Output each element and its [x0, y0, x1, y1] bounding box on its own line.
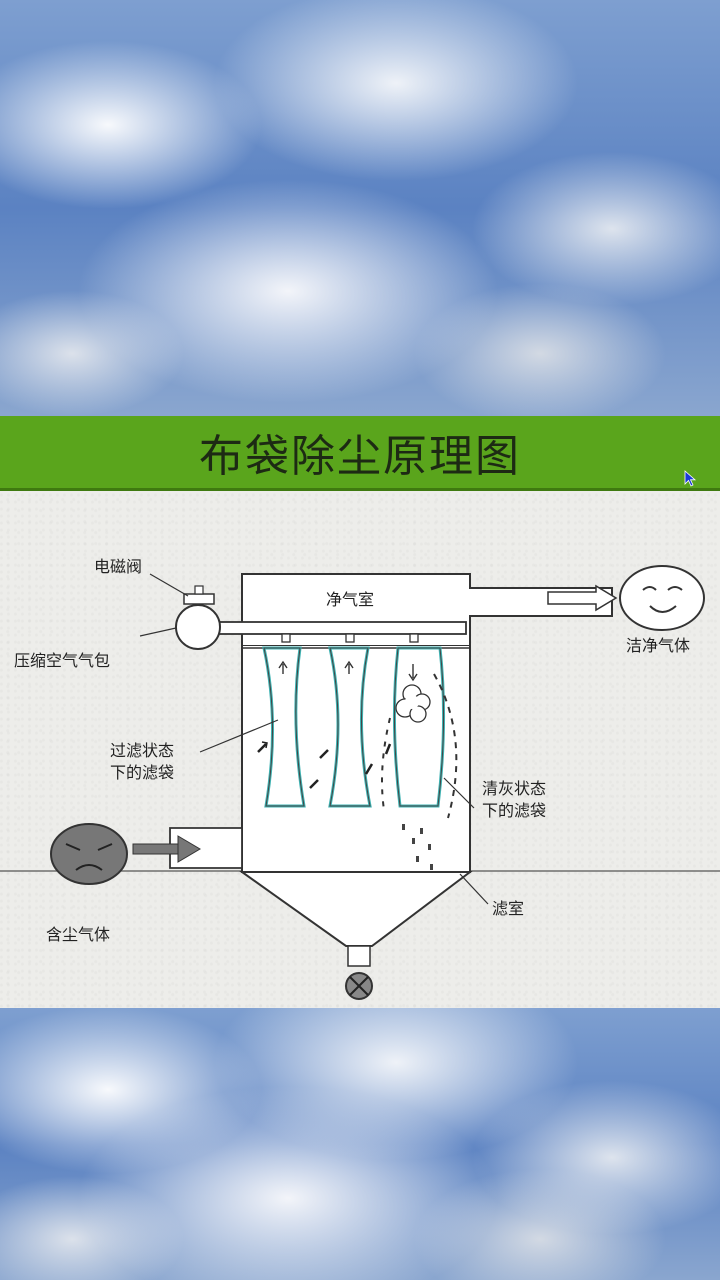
- filter-bag-1-outline: [263, 647, 305, 807]
- baghouse-diagram: 电磁阀 压缩空气气包 净气室 洁净气体 过滤状态 下的滤袋 清灰状态 下的滤袋 …: [0, 557, 720, 1000]
- cleaning-flow-line: [433, 673, 458, 819]
- sky-background-top: [0, 0, 720, 416]
- label-filtering-bag-1: 过滤状态: [110, 741, 174, 760]
- clean-air-chamber: [241, 573, 613, 647]
- label-cleaning-bag-1: 清灰状态: [482, 779, 546, 798]
- sky-background-bottom: [0, 1008, 720, 1280]
- title-bar: 布袋除尘原理图: [0, 416, 720, 491]
- leader-line: [139, 627, 177, 637]
- diagram-panel: 布袋除尘原理图: [0, 416, 720, 1008]
- filter-bag-2-outline: [329, 647, 371, 807]
- mouse-pointer-icon: [684, 470, 697, 487]
- inlet-arrow-icon: [132, 835, 201, 863]
- leader-line: [459, 873, 489, 905]
- inlet-duct: [169, 827, 243, 869]
- pulse-cloud-icon: [395, 684, 431, 723]
- label-dusty-gas: 含尘气体: [46, 925, 110, 944]
- dust-fall-line: [381, 717, 391, 811]
- blow-pipe: [217, 621, 467, 635]
- down-arrow-icon: [408, 664, 418, 682]
- diagram-title: 布袋除尘原理图: [199, 431, 521, 482]
- label-solenoid-valve: 电磁阀: [94, 557, 142, 576]
- up-arrow-icon: [344, 660, 354, 674]
- dust-hopper: [238, 871, 473, 947]
- label-cleaning-bag-2: 下的滤袋: [482, 801, 546, 820]
- nozzle: [281, 633, 291, 643]
- sad-face-icon: [50, 823, 128, 885]
- dust-arrow-icons: [257, 741, 392, 789]
- smiley-face-icon: [619, 565, 705, 631]
- cleaning-bag: [392, 646, 446, 808]
- label-clean-air-chamber: 净气室: [326, 590, 374, 609]
- solenoid-valve-icon: [183, 585, 215, 605]
- compressed-air-tank-icon: [175, 604, 221, 650]
- label-clean-gas: 洁净气体: [626, 636, 690, 655]
- label-filter-chamber: 滤室: [492, 899, 524, 918]
- hopper-outlet: [347, 945, 371, 967]
- leader-line: [443, 777, 475, 809]
- cleaning-bag-outline: [393, 647, 445, 807]
- nozzle: [409, 633, 419, 643]
- up-arrow-icon: [278, 660, 288, 674]
- leader-line: [149, 573, 189, 597]
- label-filtering-bag-2: 下的滤袋: [110, 763, 174, 782]
- nozzle: [345, 633, 355, 643]
- falling-dust-particles: [402, 824, 433, 870]
- label-compressed-air-tank: 压缩空气气包: [14, 651, 110, 670]
- leader-line: [199, 719, 279, 753]
- rotary-valve-icon: [345, 972, 373, 1000]
- outlet-arrow-icon: [547, 584, 618, 612]
